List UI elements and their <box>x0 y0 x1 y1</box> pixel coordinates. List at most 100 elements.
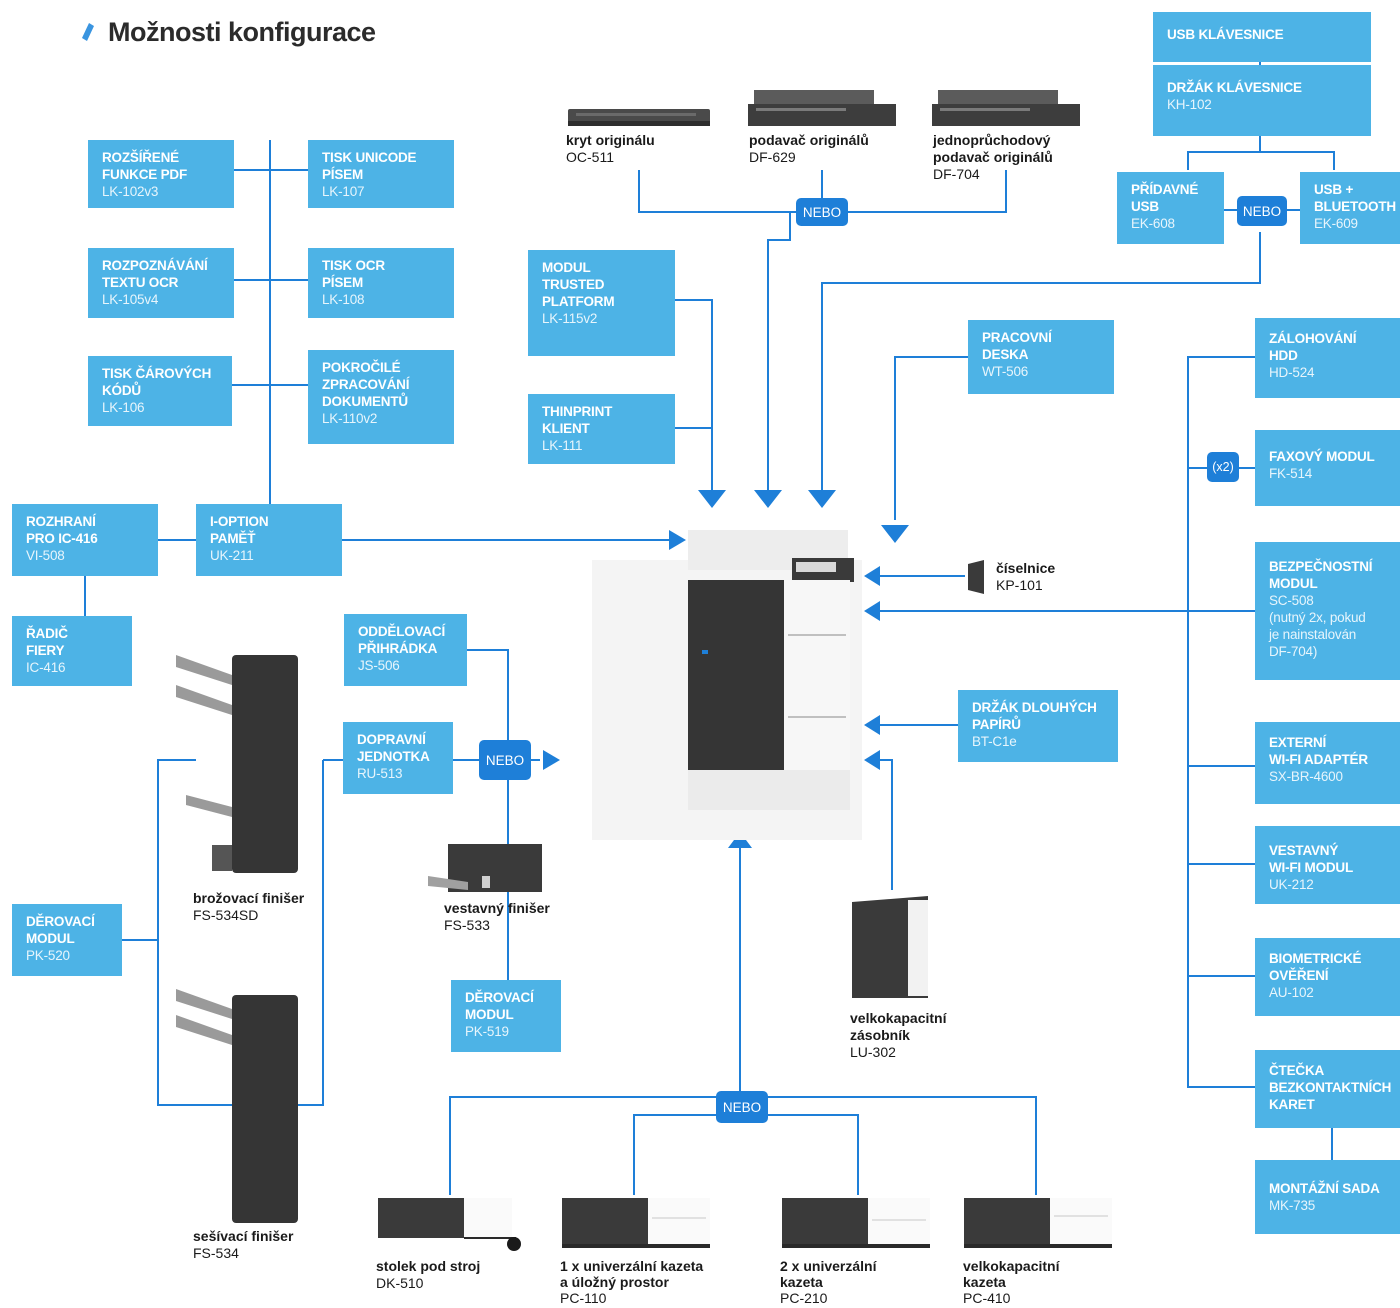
option-code: VI-508 <box>26 548 65 563</box>
option-box-wt-506: PRACOVNÍ DESKA WT-506 <box>968 320 1114 394</box>
page-title-text: Možnosti konfigurace <box>108 16 376 47</box>
option-box-bt-c1e: DRŽÁK DLOUHÝCH PAPÍRŮ BT-C1e <box>958 690 1118 762</box>
option-code: UK-212 <box>1269 877 1314 892</box>
option-name: PRACOVNÍ DESKA <box>982 330 1052 362</box>
title-accent-icon <box>82 21 94 43</box>
option-name: EXTERNÍ WI-FI ADAPTÉR <box>1269 735 1368 767</box>
caption-dk-510: stolek pod stroj DK-510 <box>376 1258 480 1292</box>
option-box-lk-111: THINPRINT KLIENT LK-111 <box>528 394 675 464</box>
option-code: RU-513 <box>357 766 403 781</box>
option-code: BT-C1e <box>972 734 1017 749</box>
option-box-lk-115v2: MODUL TRUSTED PLATFORM LK-115v2 <box>528 250 675 356</box>
option-name: DRŽÁK KLÁVESNICE <box>1167 80 1302 95</box>
nebo-badge-originals: NEBO <box>796 198 848 226</box>
option-code: LK-102v3 <box>102 184 159 199</box>
option-code: LK-115v2 <box>542 311 598 326</box>
caption-name: sešívací finišer <box>193 1228 294 1244</box>
option-name: DĚROVACÍ MODUL <box>465 990 534 1022</box>
option-code: JS-506 <box>358 658 400 673</box>
option-name: ROZHRANÍ PRO IC-416 <box>26 514 98 546</box>
option-name: USB + BLUETOOTH <box>1314 182 1396 214</box>
nebo-badge-cassettes: NEBO <box>716 1091 768 1123</box>
option-code: LK-108 <box>322 292 365 307</box>
option-code: MK-735 <box>1269 1198 1316 1213</box>
option-box-ru-513: DOPRAVNÍ JEDNOTKA RU-513 <box>343 722 453 794</box>
option-name: TISK OCR PÍSEM <box>322 258 385 290</box>
option-code: HD-524 <box>1269 365 1315 380</box>
nebo-badge-finisher: NEBO <box>479 740 531 780</box>
caption-name: jednoprůchodový podavač originálů <box>933 132 1053 165</box>
option-box-kh-102: DRŽÁK KLÁVESNICE KH-102 <box>1153 65 1371 136</box>
option-name: VESTAVNÝ WI-FI MODUL <box>1269 843 1354 875</box>
cassette-pc110-image <box>560 1196 712 1252</box>
caption-code: KP-101 <box>996 577 1043 593</box>
option-name: DOPRAVNÍ JEDNOTKA <box>357 732 430 764</box>
option-code: WT-506 <box>982 364 1029 379</box>
option-name: TISK ČÁROVÝCH KÓDŮ <box>102 366 212 398</box>
caption-code: FS-534SD <box>193 907 259 923</box>
caption-name: 1 x univerzální kazeta a úložný prostor <box>560 1258 704 1290</box>
booklet-finisher-image <box>176 645 302 875</box>
option-code: LK-111 <box>542 438 583 453</box>
document-feeder-df704-image <box>932 86 1080 128</box>
option-box-lk-106: TISK ČÁROVÝCH KÓDŮ LK-106 <box>88 356 232 426</box>
option-code: LK-105v4 <box>102 292 159 307</box>
option-box-ek-608: PŘÍDAVNÉ USB EK-608 <box>1117 172 1224 244</box>
option-box-lk-107: TISK UNICODE PÍSEM LK-107 <box>308 140 454 208</box>
option-name: FAXOVÝ MODUL <box>1269 449 1375 464</box>
option-box-fk-514: FAXOVÝ MODUL FK-514 <box>1255 430 1400 506</box>
option-code: UK-211 <box>210 548 254 563</box>
option-code: PK-520 <box>26 948 70 963</box>
option-name: MODUL TRUSTED PLATFORM <box>542 260 615 309</box>
option-name: ČTEČKA BEZKONTAKTNÍCH KARET <box>1269 1063 1392 1112</box>
caption-name: velkokapacitní zásobník <box>850 1010 947 1043</box>
option-name: PŘÍDAVNÉ USB <box>1131 182 1199 214</box>
nebo-badge-usb: NEBO <box>1237 196 1287 226</box>
caption-name: podavač originálů <box>749 132 869 148</box>
caption-fs-533: vestavný finišer FS-533 <box>444 900 550 934</box>
option-box-usb-keyboard: USB KLÁVESNICE <box>1153 12 1371 62</box>
keypad-image <box>966 558 986 596</box>
option-box-js-506: ODDĚLOVACÍ PŘIHRÁDKA JS-506 <box>344 614 467 686</box>
option-name: DĚROVACÍ MODUL <box>26 914 95 946</box>
option-box-card-reader: ČTEČKA BEZKONTAKTNÍCH KARET <box>1255 1050 1400 1128</box>
option-code: LK-107 <box>322 184 365 199</box>
caption-code: FS-534 <box>193 1245 239 1261</box>
option-name: POKROČILÉ ZPRACOVÁNÍ DOKUMENTŮ <box>322 360 410 409</box>
option-name: BEZPEČNOSTNÍ MODUL <box>1269 559 1373 591</box>
caption-name: brožovací finišer <box>193 890 305 906</box>
caption-df-704: jednoprůchodový podavač originálů DF-704 <box>933 132 1053 183</box>
caption-fs-534: sešívací finišer FS-534 <box>193 1228 293 1262</box>
option-code: EK-608 <box>1131 216 1175 231</box>
caption-pc-210: 2 x univerzální kazeta PC-210 <box>780 1258 876 1306</box>
option-box-lk-102v3: ROZŠÍŘENÉ FUNKCE PDF LK-102v3 <box>88 140 234 208</box>
caption-code: OC-511 <box>566 149 614 165</box>
caption-pc-410: velkokapacitní kazeta PC-410 <box>963 1258 1060 1306</box>
main-printer-image <box>592 520 862 840</box>
inner-finisher-image <box>428 842 544 894</box>
document-feeder-df629-image <box>748 86 896 128</box>
large-capacity-unit-image <box>848 894 932 1000</box>
option-code: SC-508 (nutný 2x, pokud je nainstalován … <box>1269 593 1366 659</box>
option-box-pk-519: DĚROVACÍ MODUL PK-519 <box>451 980 561 1052</box>
cassette-pc410-image <box>962 1196 1114 1252</box>
platen-cover-image <box>566 105 712 127</box>
option-name: ODDĚLOVACÍ PŘIHRÁDKA <box>358 624 446 656</box>
option-name: I-OPTION PAMĚŤ <box>210 514 269 546</box>
caption-code: DF-704 <box>933 166 980 182</box>
option-box-pk-520: DĚROVACÍ MODUL PK-520 <box>12 904 122 976</box>
option-code: PK-519 <box>465 1024 509 1039</box>
option-box-uk-212: VESTAVNÝ WI-FI MODUL UK-212 <box>1255 826 1400 904</box>
option-box-mk-735: MONTÁŽNÍ SADA MK-735 <box>1255 1160 1400 1234</box>
option-box-vi-508: ROZHRANÍ PRO IC-416 VI-508 <box>12 504 158 576</box>
caption-code: PC-410 <box>963 1290 1011 1306</box>
option-code: LK-110v2 <box>322 411 378 426</box>
caption-code: PC-110 <box>560 1290 607 1306</box>
option-name: TISK UNICODE PÍSEM <box>322 150 417 182</box>
option-code: FK-514 <box>1269 466 1313 481</box>
option-box-lk-108: TISK OCR PÍSEM LK-108 <box>308 248 454 318</box>
option-box-ek-609: USB + BLUETOOTH EK-609 <box>1300 172 1400 244</box>
option-code: LK-106 <box>102 400 145 415</box>
option-box-ic-416: ŘADIČ FIERY IC-416 <box>12 616 132 686</box>
option-box-hd-524: ZÁLOHOVÁNÍ HDD HD-524 <box>1255 318 1400 398</box>
